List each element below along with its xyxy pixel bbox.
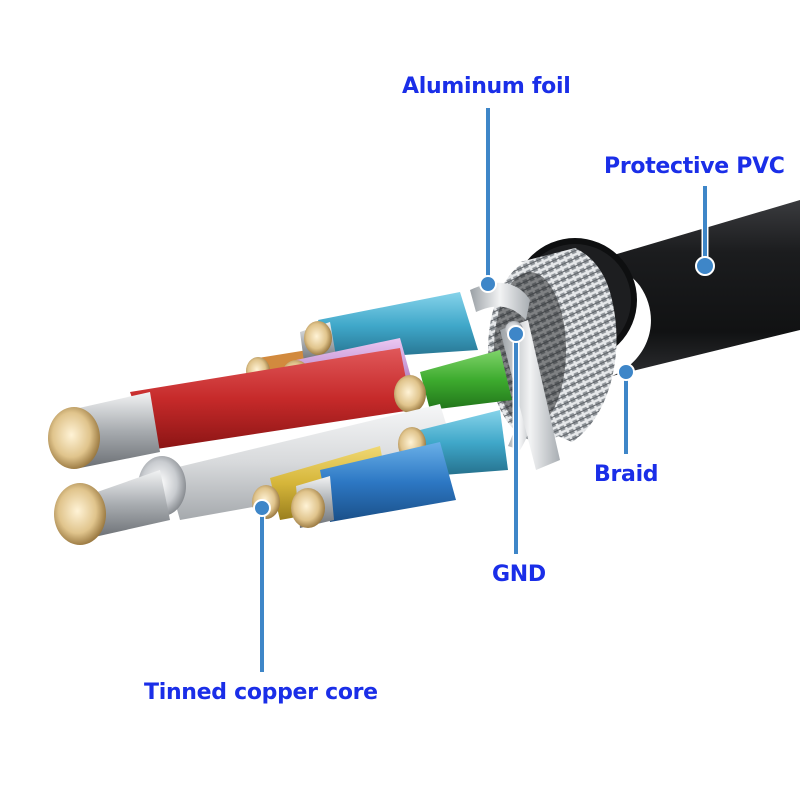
wire-green [394,350,512,413]
leader-lines [253,108,715,672]
leader-aluminum-foil [479,108,497,293]
leader-tinned-copper-core [253,499,271,672]
leader-braid [617,363,635,454]
leader-gnd [507,325,525,554]
wire-white [54,404,460,545]
label-protective-pvc: Protective PVC [604,154,785,179]
label-braid: Braid [594,462,659,487]
label-tinned-copper-core: Tinned copper core [144,680,378,705]
wire-blue [291,442,456,528]
label-gnd: GND [492,562,546,587]
wire-bundle [48,292,560,545]
label-aluminum-foil: Aluminum foil [402,74,571,99]
wire-cyan-top [300,292,478,362]
leader-protective-pvc [695,186,715,276]
wire-red [48,348,412,469]
